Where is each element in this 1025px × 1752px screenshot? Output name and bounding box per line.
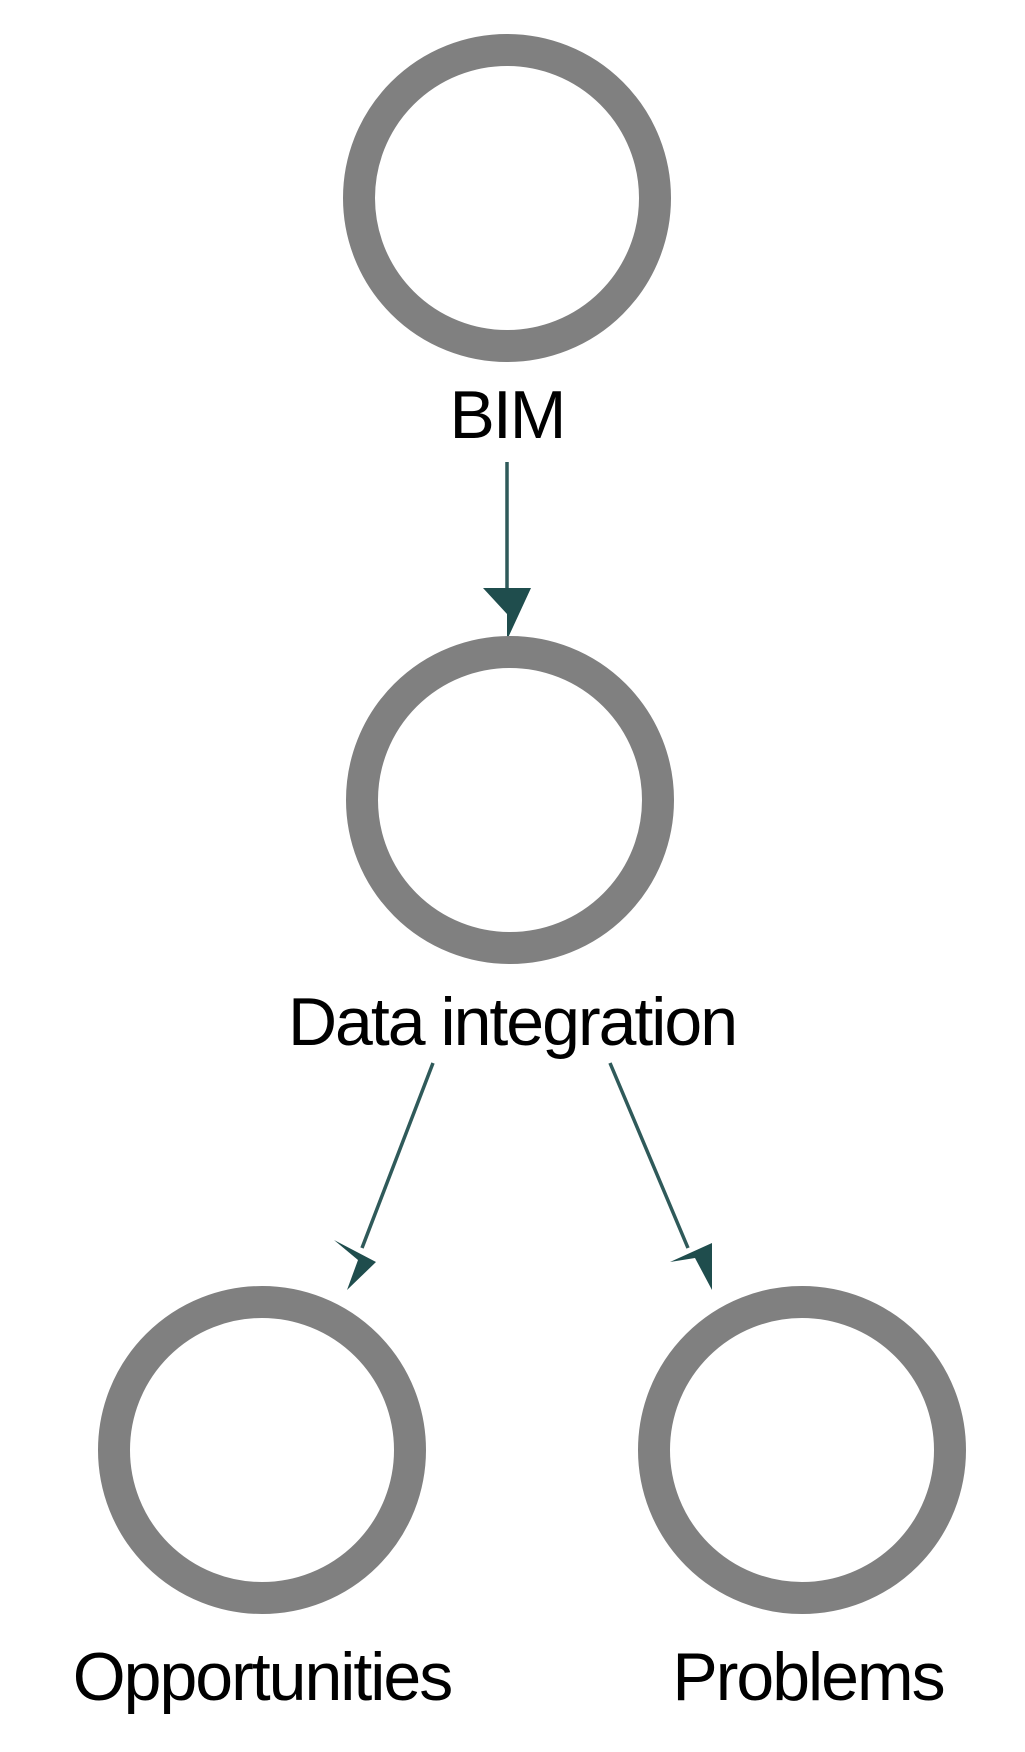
- edges: [334, 462, 712, 1290]
- edge-data-integration-to-problems: [608, 1062, 712, 1290]
- node-data-integration[interactable]: Data integration: [288, 636, 738, 1060]
- node-circle: [638, 1286, 966, 1614]
- arrow-head: [483, 588, 531, 640]
- node-circle: [98, 1286, 426, 1614]
- node-label: Problems: [672, 1639, 943, 1715]
- node-circle: [343, 34, 671, 362]
- edge-line: [608, 1062, 690, 1249]
- node-problems[interactable]: Problems: [638, 1286, 966, 1715]
- node-bim[interactable]: BIM: [343, 34, 671, 453]
- arrow-head: [334, 1240, 376, 1290]
- node-opportunities[interactable]: Opportunities: [73, 1286, 453, 1715]
- node-label: BIM: [450, 377, 565, 453]
- node-circle: [346, 636, 674, 964]
- edge-line: [360, 1062, 435, 1249]
- edge-data-integration-to-opportunities: [334, 1062, 435, 1290]
- arrow-head: [670, 1243, 712, 1290]
- edge-bim-to-data-integration: [483, 462, 531, 640]
- node-label: Opportunities: [73, 1639, 451, 1715]
- node-label: Data integration: [288, 984, 736, 1060]
